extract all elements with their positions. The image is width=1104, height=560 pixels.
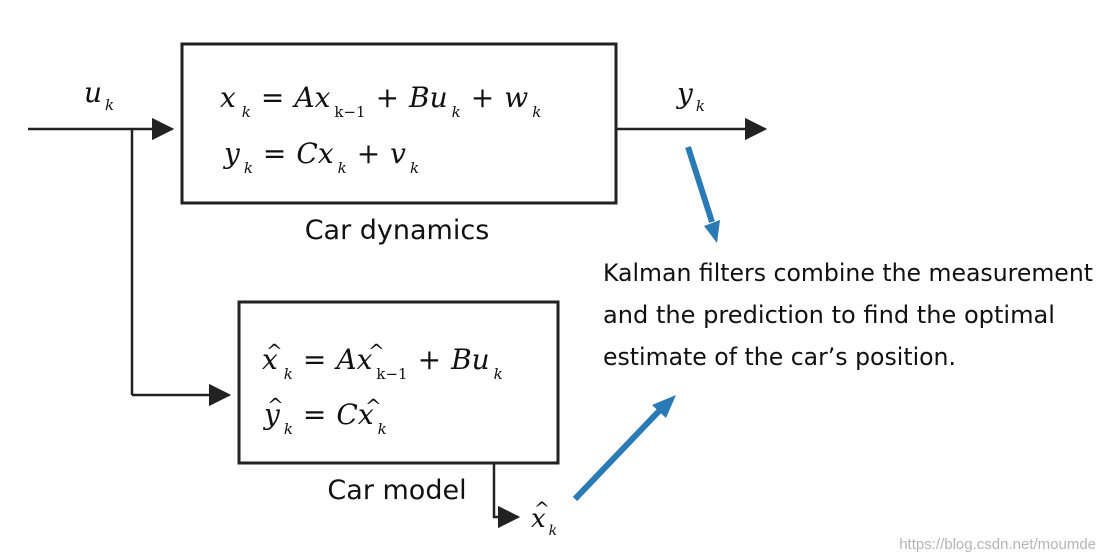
annotation-line-3: estimate of the car’s position. [603, 343, 956, 371]
annotation-line-1: Kalman filters combine the measurement [603, 259, 1093, 287]
callout-arrows [572, 146, 720, 502]
model-equation-2-hat-x: ^ [365, 394, 382, 418]
model-equation-1-hat-x2: ^ [368, 339, 385, 363]
estimate-line [492, 463, 521, 529]
model-equation-1-hat-x: ^ [266, 339, 283, 363]
measurement-callout-arrow [685, 146, 715, 223]
estimate-signal-hat: ^ [534, 498, 550, 520]
car-dynamics-box [180, 42, 618, 205]
signal-lines [28, 117, 768, 529]
annotation-line-2: and the prediction to find the optimal [603, 301, 1055, 329]
watermark: https://blog.csdn.net/moumde [899, 536, 1096, 553]
prediction-callout-arrow [572, 407, 663, 502]
car-dynamics-label: Car dynamics [305, 215, 490, 246]
measurement-callout-arrowhead [704, 220, 720, 243]
car-model-label: Car model [327, 475, 466, 506]
car-model-box [237, 300, 560, 465]
annotation: Kalman filters combine the measurement a… [603, 259, 1093, 371]
prediction-callout-arrowhead [652, 395, 676, 418]
model-equation-2-hat-y: ^ [267, 393, 284, 417]
